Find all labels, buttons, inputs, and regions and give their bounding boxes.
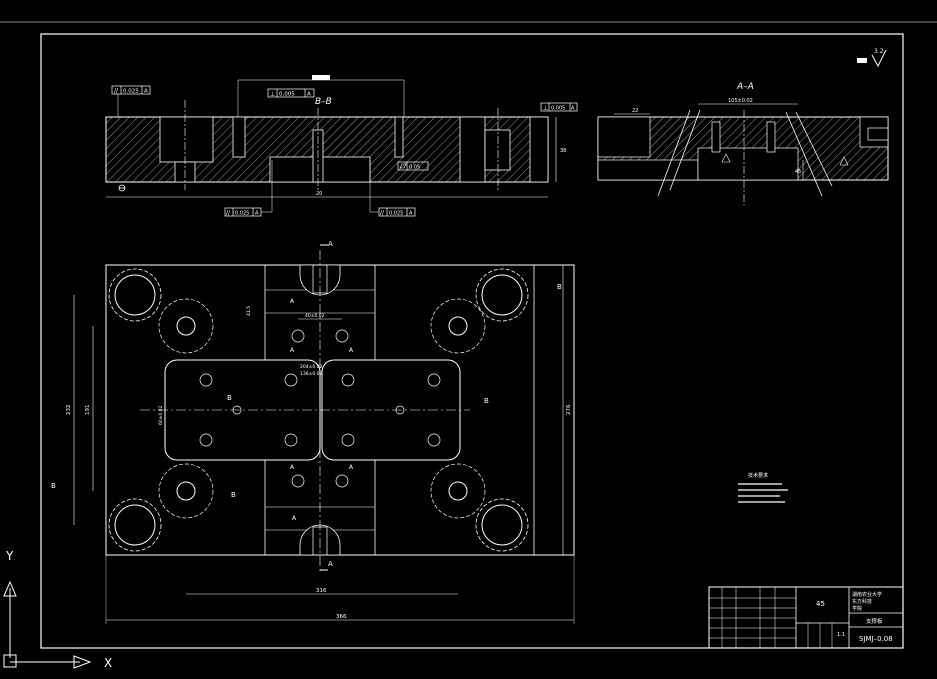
dim-pitch-mid-1: 204±0.02 (300, 364, 323, 370)
pin-hole-4 (430, 463, 486, 519)
section-bb-label: B–B (315, 97, 332, 107)
technical-notes: 技术要求 (738, 472, 788, 503)
section-aa-label: A–A (736, 82, 754, 92)
aa-left-dim: 22 (632, 108, 638, 114)
gdt-perp-2-value: 0.005 (551, 106, 565, 112)
cut-a-bottom: A (328, 560, 333, 568)
aa-right-dim: 45 (795, 169, 801, 175)
gdt-datum-1: A (144, 89, 148, 95)
dim-mid-vertical: 60±0.02 (158, 405, 164, 425)
cut-a-top: A (328, 240, 333, 248)
title-drawing-no: SJMJ–0.08 (859, 635, 893, 643)
cutting-plane-markers: A A B B B B B A A A A A A (51, 240, 562, 571)
screw-holes (199, 329, 441, 488)
svg-text://: // (114, 88, 119, 95)
aa-top-dim: 105±0.02 (728, 98, 753, 104)
guide-hole-br (475, 498, 529, 552)
left-insert-plate (164, 359, 321, 461)
pin-hole-2 (430, 298, 486, 354)
title-material: 45 (816, 600, 825, 608)
cut-b-center-left: B (227, 394, 232, 402)
title-part-name: 支撑板 (866, 617, 883, 625)
dim-pitch-mid-2: 136±0.02 (300, 371, 323, 377)
guide-hole-bl (108, 498, 162, 552)
ucs-icon: X Y (3, 549, 112, 670)
plan-dimensions: 366 316 232 191 276 40±0.02 204±0.02 136… (66, 265, 575, 624)
dim-overall-height: 276 (566, 404, 572, 415)
gdt-parallel-3-value: 0.025 (389, 211, 403, 217)
title-scale: 1:1 (837, 632, 845, 638)
dim-overall-width: 366 (336, 614, 347, 620)
dim-left-height-2: 191 (85, 405, 91, 416)
pin-hole-1 (158, 298, 214, 354)
gdt-datum-4: A (255, 211, 259, 217)
gdt-perp-1-value: 0.005 (279, 92, 295, 98)
title-school-3: 学院 (852, 605, 862, 612)
dim-pitch-top: 40±0.02 (305, 313, 325, 319)
gdt-parallel-frame-3: // 0.025 A (369, 160, 416, 217)
cut-b-right: B (557, 283, 562, 291)
ucs-y-label: Y (5, 549, 14, 563)
ucs-x-label: X (104, 656, 112, 670)
section-bb-view: B–B 38 20 (105, 75, 566, 198)
gdt-parallel-frame-2: // 0.025 A (224, 160, 273, 217)
gdt-flatness-frame: 0.05 (397, 161, 429, 171)
drawing-border (40, 33, 904, 649)
dim-inner-width: 316 (316, 588, 327, 594)
gdt-flat-value: 0.05 (409, 165, 420, 171)
gdt-datum-3: A (571, 106, 575, 112)
gdt-perp-frame-2: ⊥ 0.005 A (540, 102, 578, 112)
guide-hole-tl (108, 268, 162, 322)
svg-text://: // (380, 210, 385, 217)
cut-b-left: B (51, 482, 56, 490)
gdt-perp-frame-1: ⊥ 0.005 A (267, 88, 315, 98)
cut-a-6: A (292, 515, 297, 522)
guide-holes (108, 268, 529, 552)
cut-a-3: A (349, 347, 354, 354)
dim-top-small: 41.5 (246, 306, 252, 316)
gdt-parallel-2-value: 0.025 (235, 211, 249, 217)
svg-text:⊥: ⊥ (270, 91, 275, 98)
cut-a-1: A (290, 298, 295, 305)
gdt-parallel-1-value: 0.025 (123, 89, 139, 95)
svg-text://: // (226, 210, 231, 217)
cut-a-5: A (349, 464, 354, 471)
section-aa-view: A–A 105±0.02 22 45 (597, 82, 889, 205)
cut-a-2: A (290, 347, 295, 354)
title-school-2: 东方科技 (852, 598, 872, 605)
roughness-value: 3.2 (874, 48, 884, 55)
gdt-datum-5: A (409, 211, 413, 217)
notes-title: 技术要求 (748, 472, 768, 479)
cut-a-4: A (290, 464, 295, 471)
roughness-symbol: 3.2 (857, 48, 887, 68)
cut-b-center-right: B (484, 397, 489, 405)
svg-text:⊥: ⊥ (543, 105, 548, 112)
bb-right-height-dim: 38 (560, 148, 566, 154)
plan-view (105, 250, 575, 572)
bb-bottom-dim: 20 (316, 191, 322, 197)
gdt-datum-2: A (307, 92, 311, 98)
dim-left-height-1: 232 (66, 405, 72, 416)
cut-b-mid: B (231, 491, 236, 499)
title-block: 45 湖南农业大学 东方科技 学院 支撑板 SJMJ–0.08 1:1 (708, 586, 904, 649)
pin-hole-3 (158, 463, 214, 519)
title-school-1: 湖南农业大学 (852, 591, 882, 598)
guide-hole-tr (475, 268, 529, 322)
gdt-parallel-frame-1: // 0.025 A (111, 85, 151, 117)
